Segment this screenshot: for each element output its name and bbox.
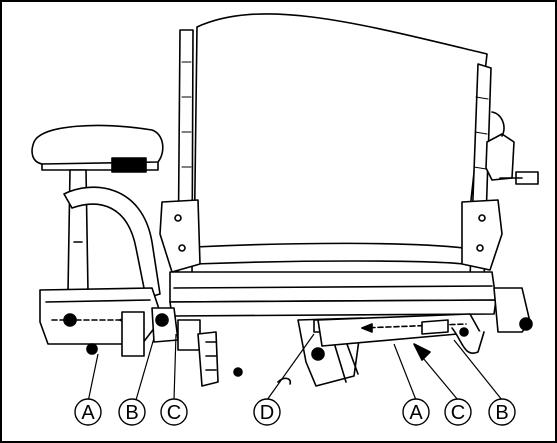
callout-b-right: B bbox=[488, 398, 516, 426]
leader-b-left bbox=[135, 337, 155, 401]
leader-b-right bbox=[453, 339, 503, 401]
push-handle-right bbox=[485, 133, 515, 181]
callouts: A B C D A C B bbox=[74, 398, 516, 426]
callout-c-left: C bbox=[160, 398, 188, 426]
callout-a-left-label: A bbox=[81, 402, 95, 424]
backrest-cushion bbox=[193, 13, 488, 265]
callout-d: D bbox=[253, 398, 281, 426]
leader-c-left bbox=[173, 333, 177, 401]
callout-c-right-label: C bbox=[451, 402, 465, 424]
callout-b-left: B bbox=[118, 398, 146, 426]
leader-a-left bbox=[87, 353, 99, 403]
leader-c-right bbox=[417, 351, 459, 401]
callout-c-left-label: C bbox=[167, 402, 181, 424]
bracket-left bbox=[159, 199, 201, 273]
callout-b-right-label: B bbox=[495, 402, 508, 424]
bracket-right bbox=[461, 199, 503, 271]
leader-a-right bbox=[393, 343, 417, 401]
callout-b-left-label: B bbox=[125, 402, 138, 424]
callout-d-label: D bbox=[260, 402, 274, 424]
armrest-pad bbox=[31, 124, 164, 165]
callout-a-right-label: A bbox=[409, 402, 423, 424]
callout-a-left: A bbox=[74, 398, 102, 426]
callout-a-right: A bbox=[402, 398, 430, 426]
callout-c-right: C bbox=[444, 398, 472, 426]
leader-d bbox=[266, 333, 315, 401]
backrest-lower-edge bbox=[194, 242, 465, 249]
